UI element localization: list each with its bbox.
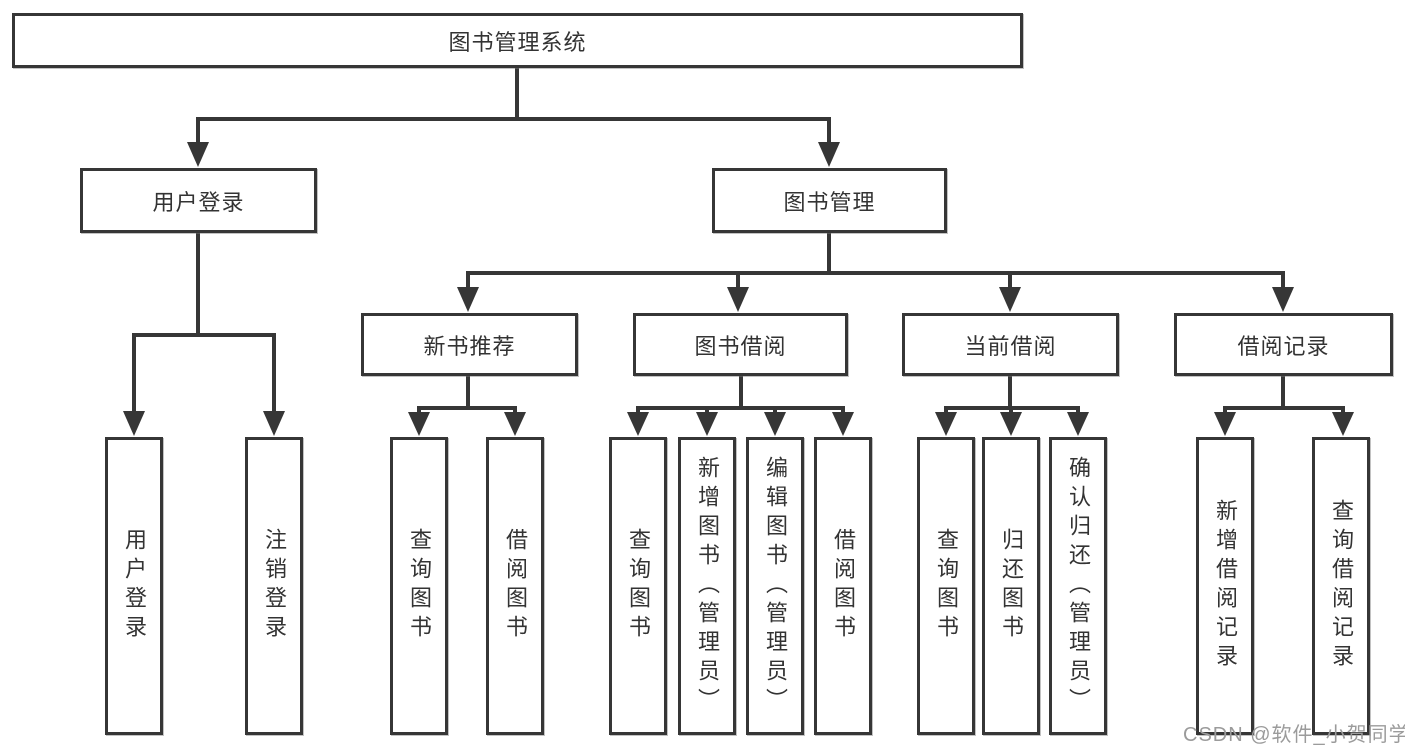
node-current-borrow: 当前借阅 xyxy=(902,313,1119,376)
leaf-confirm-return-admin: 确认归还（管理员） xyxy=(1049,437,1107,735)
node-root-label: 图书管理系统 xyxy=(448,29,587,55)
leaf-add-borrow-record: 新增借阅记录 xyxy=(1196,437,1254,735)
leaf-borrow-book-2-label: 借阅图书 xyxy=(831,528,856,644)
node-new-book-recommend: 新书推荐 xyxy=(361,313,578,376)
leaf-add-book-admin-label: 新增图书（管理员） xyxy=(695,455,720,717)
leaf-query-book-3-label: 查询图书 xyxy=(934,528,959,644)
node-new-book-recommend-label: 新书推荐 xyxy=(423,333,516,359)
leaf-query-book-3: 查询图书 xyxy=(917,437,975,735)
node-user-login: 用户登录 xyxy=(80,168,317,233)
leaf-query-book-1-label: 查询图书 xyxy=(407,528,432,644)
watermark: CSDN @软件_小贺同学 xyxy=(1183,724,1405,746)
node-book-management: 图书管理 xyxy=(712,168,947,233)
node-user-login-label: 用户登录 xyxy=(152,189,245,215)
leaf-borrow-book-2: 借阅图书 xyxy=(814,437,872,735)
node-borrow-record: 借阅记录 xyxy=(1174,313,1393,376)
leaf-borrow-book-1-label: 借阅图书 xyxy=(503,528,528,644)
leaf-add-borrow-record-label: 新增借阅记录 xyxy=(1213,499,1238,673)
node-borrow-record-label: 借阅记录 xyxy=(1237,333,1330,359)
leaf-edit-book-admin-label: 编辑图书（管理员） xyxy=(763,455,788,717)
arrowheads xyxy=(123,142,1354,436)
leaf-query-borrow-record-label: 查询借阅记录 xyxy=(1329,499,1354,673)
leaf-return-book-label: 归还图书 xyxy=(999,528,1024,644)
leaf-query-book-1: 查询图书 xyxy=(390,437,448,735)
leaf-user-login-label: 用户登录 xyxy=(122,528,147,644)
leaf-return-book: 归还图书 xyxy=(982,437,1040,735)
node-book-borrow: 图书借阅 xyxy=(633,313,848,376)
leaf-add-book-admin: 新增图书（管理员） xyxy=(678,437,736,735)
leaf-query-book-2-label: 查询图书 xyxy=(626,528,651,644)
leaf-user-login: 用户登录 xyxy=(105,437,163,735)
leaf-logout-label: 注销登录 xyxy=(262,528,287,644)
leaf-query-borrow-record: 查询借阅记录 xyxy=(1312,437,1370,735)
node-book-borrow-label: 图书借阅 xyxy=(694,333,787,359)
leaf-confirm-return-admin-label: 确认归还（管理员） xyxy=(1066,455,1091,717)
leaf-edit-book-admin: 编辑图书（管理员） xyxy=(746,437,804,735)
leaf-borrow-book-1: 借阅图书 xyxy=(486,437,544,735)
leaf-logout: 注销登录 xyxy=(245,437,303,735)
node-book-management-label: 图书管理 xyxy=(783,189,876,215)
node-current-borrow-label: 当前借阅 xyxy=(964,333,1057,359)
node-root: 图书管理系统 xyxy=(12,13,1023,68)
leaf-query-book-2: 查询图书 xyxy=(609,437,667,735)
